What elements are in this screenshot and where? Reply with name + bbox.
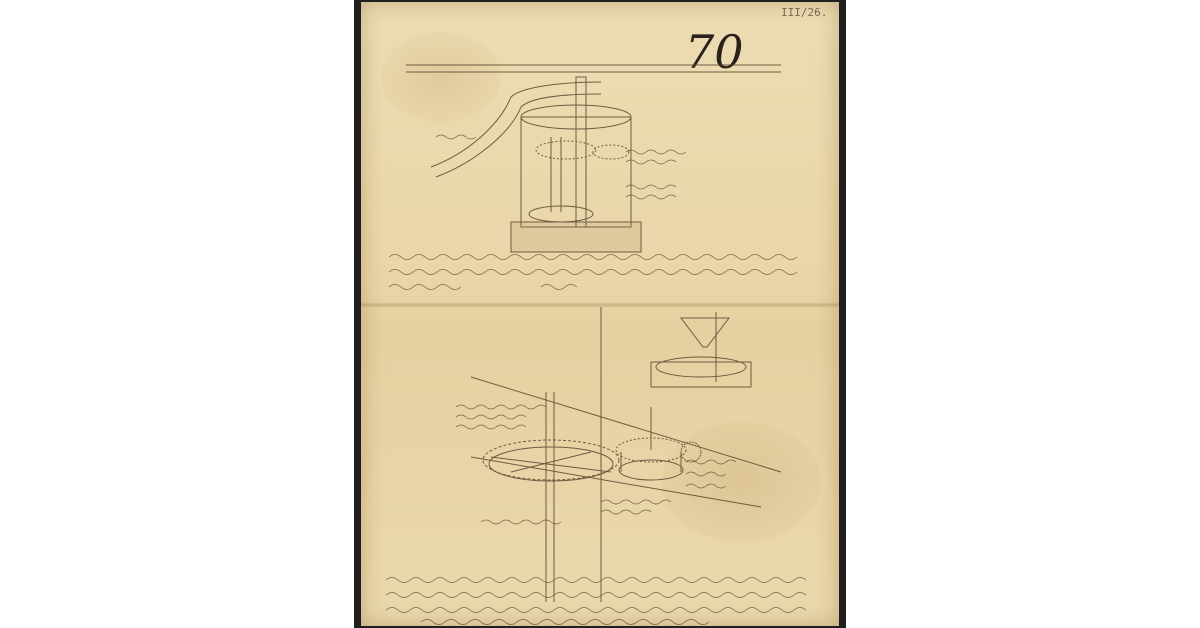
manuscript-page: III/26. 70 (361, 2, 839, 626)
archive-mark: III/26. (781, 6, 828, 19)
folio-number: 70 (685, 25, 744, 79)
paper-stain (661, 422, 821, 542)
paper-stain (381, 32, 501, 122)
handwritten-annotations (385, 134, 807, 625)
machine-drawings (406, 64, 782, 602)
page-fold (361, 302, 839, 308)
lower-machine-drawing (470, 307, 782, 602)
upper-machine-drawing (406, 64, 781, 253)
